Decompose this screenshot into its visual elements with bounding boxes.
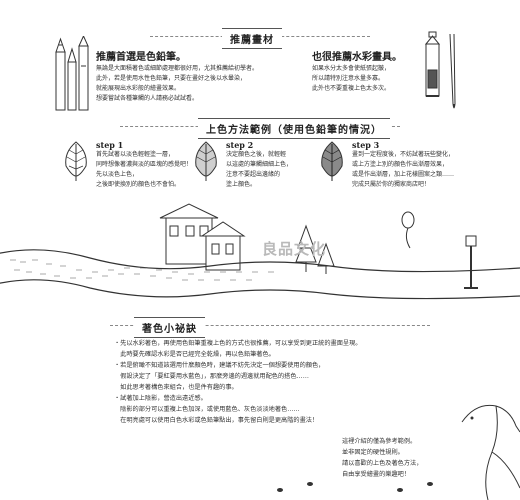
step-line: 注意不要超出邊緣的 xyxy=(226,171,281,178)
tips-heading: 著色小祕訣 xyxy=(134,317,205,338)
tip-line: 在明亮處可以使用白色水彩或色鉛筆點出，事先留白則是更高階的畫法！ xyxy=(114,417,319,424)
leaf-icon xyxy=(195,141,217,181)
step-line: 首先試著以淡色輕輕塗一層， xyxy=(96,151,175,158)
closing-note: 這裡介紹的僅為參考範例。 並非固定的硬性規則。 請以喜歡的上色及著色方法， 自由… xyxy=(342,436,422,480)
step-line: 先以淡色上色， xyxy=(96,171,139,178)
pencil-title: 推薦首選是色鉛筆。 xyxy=(96,52,186,63)
pencils-icon xyxy=(55,36,89,111)
tip-line: 陰影的部分可以重複上色加深，或使用藍色、灰色淡淡地著色…… xyxy=(114,406,300,413)
method-heading: 上色方法範例（使用色鉛筆的情況） xyxy=(198,118,390,139)
step-line: 塗上顏色。 xyxy=(226,181,257,188)
step-2: step 2 決定顏色之後，就輕輕 以這處的筆觸細細上色， 注意不要超出邊緣的 … xyxy=(226,140,292,190)
pencil-line: 此外，若是使用水性色鉛筆，只要在畫好之後以水暈染， xyxy=(96,75,247,82)
leaf-icon xyxy=(321,141,343,181)
step-line: 之後即使換別的顏色也不會怕。 xyxy=(96,181,181,188)
step-line: 或上方塗上別的顏色作出漸層效果， xyxy=(352,161,449,168)
publisher-watermark: 良品文化 xyxy=(262,240,327,258)
step-line: 或是作出漸層，加上花樣圖案之類…… xyxy=(352,171,455,178)
step-label: step 1 xyxy=(96,140,124,150)
step-3: step 3 畫到一定程度後，不妨試著玩些變化， 或上方塗上別的顏色作出漸層效果… xyxy=(352,140,454,190)
closing-line: 並非固定的硬性規則。 xyxy=(342,449,404,456)
leaf-icon xyxy=(65,141,87,181)
town-illustration xyxy=(0,203,520,300)
step-label: step 3 xyxy=(352,140,380,150)
paint-tube-icon xyxy=(424,31,456,109)
closing-line: 請以喜歡的上色及著色方法， xyxy=(342,460,423,467)
closing-line: 自由享受繪畫的樂趣吧！ xyxy=(342,471,411,478)
materials-heading: 推薦畫材 xyxy=(222,28,282,49)
watercolor-line: 如果水分太多會使紙張起皺， xyxy=(312,65,391,72)
watercolor-description: 如果水分太多會使紙張起皺， 所以請特別注意水量多寡。 此外也不要重複上色太多次。 xyxy=(312,64,390,94)
step-line: 以這處的筆觸細細上色， xyxy=(226,161,293,168)
step-line: 完成只屬於你的獨家商店吧！ xyxy=(352,181,431,188)
footprints-decoration xyxy=(277,482,433,492)
watercolor-line: 所以請特別注意水量多寡。 xyxy=(312,75,385,82)
dinosaur-illustration xyxy=(461,404,520,500)
tip-line: 假設決定了「要紅要用水藍色」，那麼旁邊的週邊就用配色的搭色…… xyxy=(114,373,309,380)
pencil-description: 無論是大面積著色或細節處理都很好用，尤其推薦給初學者。 此外，若是使用水性色鉛筆… xyxy=(96,64,258,104)
tips-list: ・先以水彩著色，再使用色鉛筆重複上色的方式也很推薦，可以享受到更正統的畫面呈現。… xyxy=(114,338,362,426)
closing-line: 這裡介紹的僅為參考範例。 xyxy=(342,438,417,445)
watercolor-line: 此外也不要重複上色太多次。 xyxy=(312,85,391,92)
watercolor-title: 也很推薦水彩畫具。 xyxy=(312,52,402,63)
tip-line: ・先以水彩著色，再使用色鉛筆重複上色的方式也很推薦，可以享受到更正統的畫面呈現。 xyxy=(114,340,362,347)
step-line: 同時想像著濃與淡的區塊的感覺吧！ xyxy=(96,161,193,168)
step-line: 畫到一定程度後，不妨試著玩些變化， xyxy=(352,151,455,158)
pencil-line: 無論是大面積著色或細節處理都很好用，尤其推薦給初學者。 xyxy=(96,65,259,72)
tip-line: ・試著加上陰影，營造出遠近感。 xyxy=(114,395,207,402)
tips-rule xyxy=(110,325,430,326)
tip-line: ・若是俯瞰不知道該選用什麼顏色時，建議不妨先決定一個想要使用的顏色， xyxy=(114,362,325,369)
step-1: step 1 首先試著以淡色輕輕塗一層， 同時想像著濃與淡的區塊的感覺吧！ 先以… xyxy=(96,140,192,190)
step-label: step 2 xyxy=(226,140,254,150)
pencil-line: 想要嘗試各種筆觸的人請務必試試看。 xyxy=(96,95,199,102)
tip-line: 此時要先確認水彩是否已經完全乾燥，再以色鉛筆著色。 xyxy=(114,351,275,358)
pencil-line: 就能展現出水彩般的繪畫效果。 xyxy=(96,85,181,92)
tip-line: 如此思考著構色來組合，也是件有趣的事。 xyxy=(114,384,238,391)
step-line: 決定顏色之後，就輕輕 xyxy=(226,151,287,158)
